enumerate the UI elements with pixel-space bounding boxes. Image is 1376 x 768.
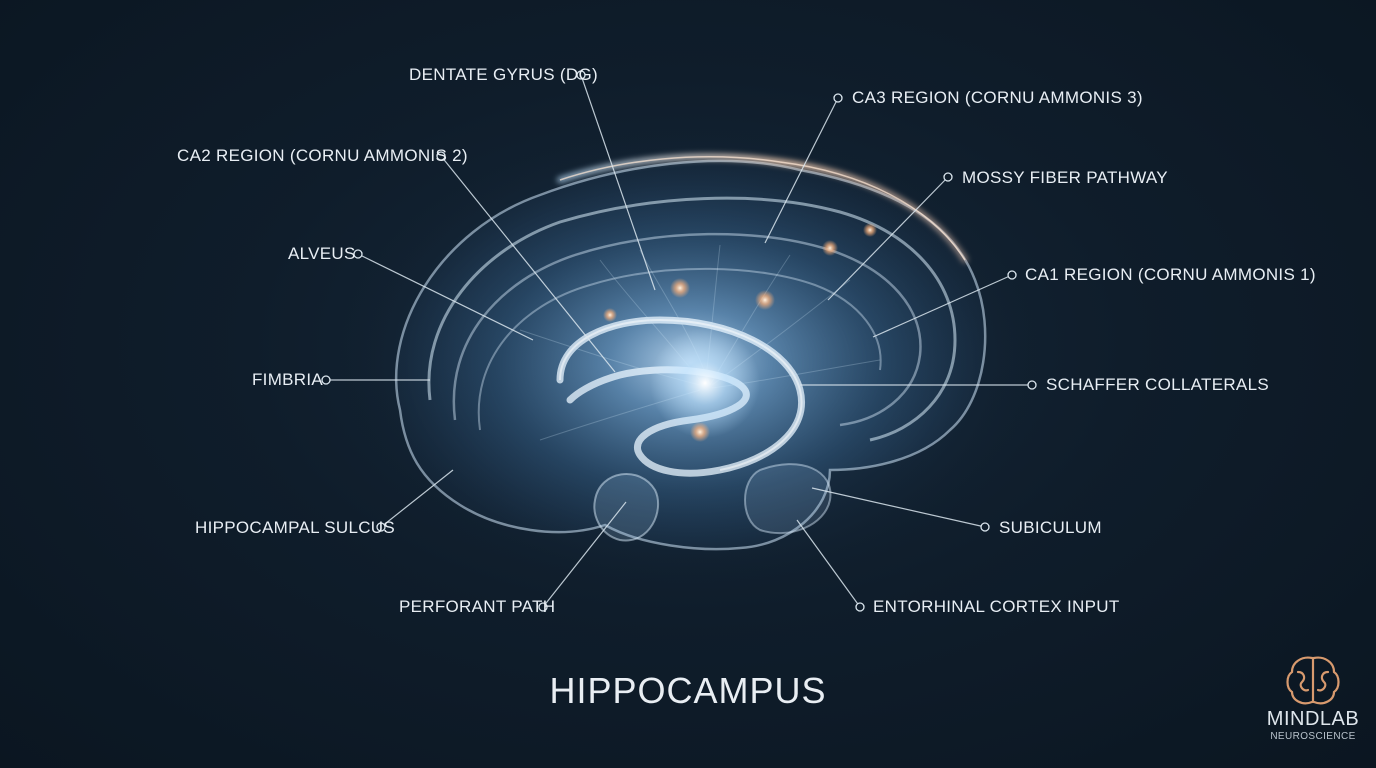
synapse-lights bbox=[603, 223, 877, 442]
logo-name: MINDLAB bbox=[1266, 708, 1360, 730]
leader-lines bbox=[326, 74, 1032, 608]
label-ca1-region: CA1 REGION (CORNU AMMONIS 1) bbox=[1025, 265, 1316, 284]
label-dentate-gyrus: DENTATE GYRUS (DG) bbox=[409, 65, 598, 84]
leader-ca1-region bbox=[872, 274, 1013, 338]
brain-icon bbox=[1286, 656, 1340, 705]
label-fimbria: FIMBRIA bbox=[252, 370, 324, 389]
logo: MINDLAB NEUROSCIENCE bbox=[1258, 650, 1368, 742]
label-schaffer: SCHAFFER COLLATERALS bbox=[1046, 375, 1269, 394]
leader-dentate-gyrus bbox=[580, 74, 656, 291]
label-ca2-region: CA2 REGION (CORNU AMMONIS 2) bbox=[177, 146, 468, 165]
middle-band bbox=[452, 232, 922, 427]
diagram-title: HIPPOCAMPUS bbox=[549, 670, 827, 711]
label-perforant-path: PERFORANT PATH bbox=[399, 597, 556, 616]
leader-ca2-region bbox=[440, 155, 616, 373]
lower-lobe-right bbox=[744, 463, 832, 535]
logo-subtitle: NEUROSCIENCE bbox=[1270, 731, 1356, 742]
leader-mossy-fiber bbox=[827, 176, 949, 301]
label-hippocampal-sulcus: HIPPOCAMPAL SULCUS bbox=[195, 518, 396, 537]
label-subiculum: SUBICULUM bbox=[999, 518, 1102, 537]
label-entorhinal: ENTORHINAL CORTEX INPUT bbox=[873, 597, 1120, 616]
inner-band bbox=[477, 267, 882, 431]
leader-perforant-path bbox=[542, 501, 627, 608]
leader-entorhinal bbox=[796, 519, 861, 608]
leader-dots bbox=[321, 70, 1037, 612]
leader-subiculum bbox=[811, 487, 986, 528]
label-ca3-region: CA3 REGION (CORNU AMMONIS 3) bbox=[852, 88, 1143, 107]
lower-lobe-left bbox=[593, 473, 660, 542]
label-mossy-fiber: MOSSY FIBER PATHWAY bbox=[962, 168, 1168, 187]
label-alveus: ALVEUS bbox=[288, 244, 356, 263]
outer-band bbox=[427, 196, 957, 442]
core-glow bbox=[650, 328, 760, 438]
leader-hippocampal-sulcus bbox=[380, 469, 454, 528]
leader-alveus bbox=[357, 253, 534, 341]
leader-ca3-region bbox=[764, 97, 839, 244]
